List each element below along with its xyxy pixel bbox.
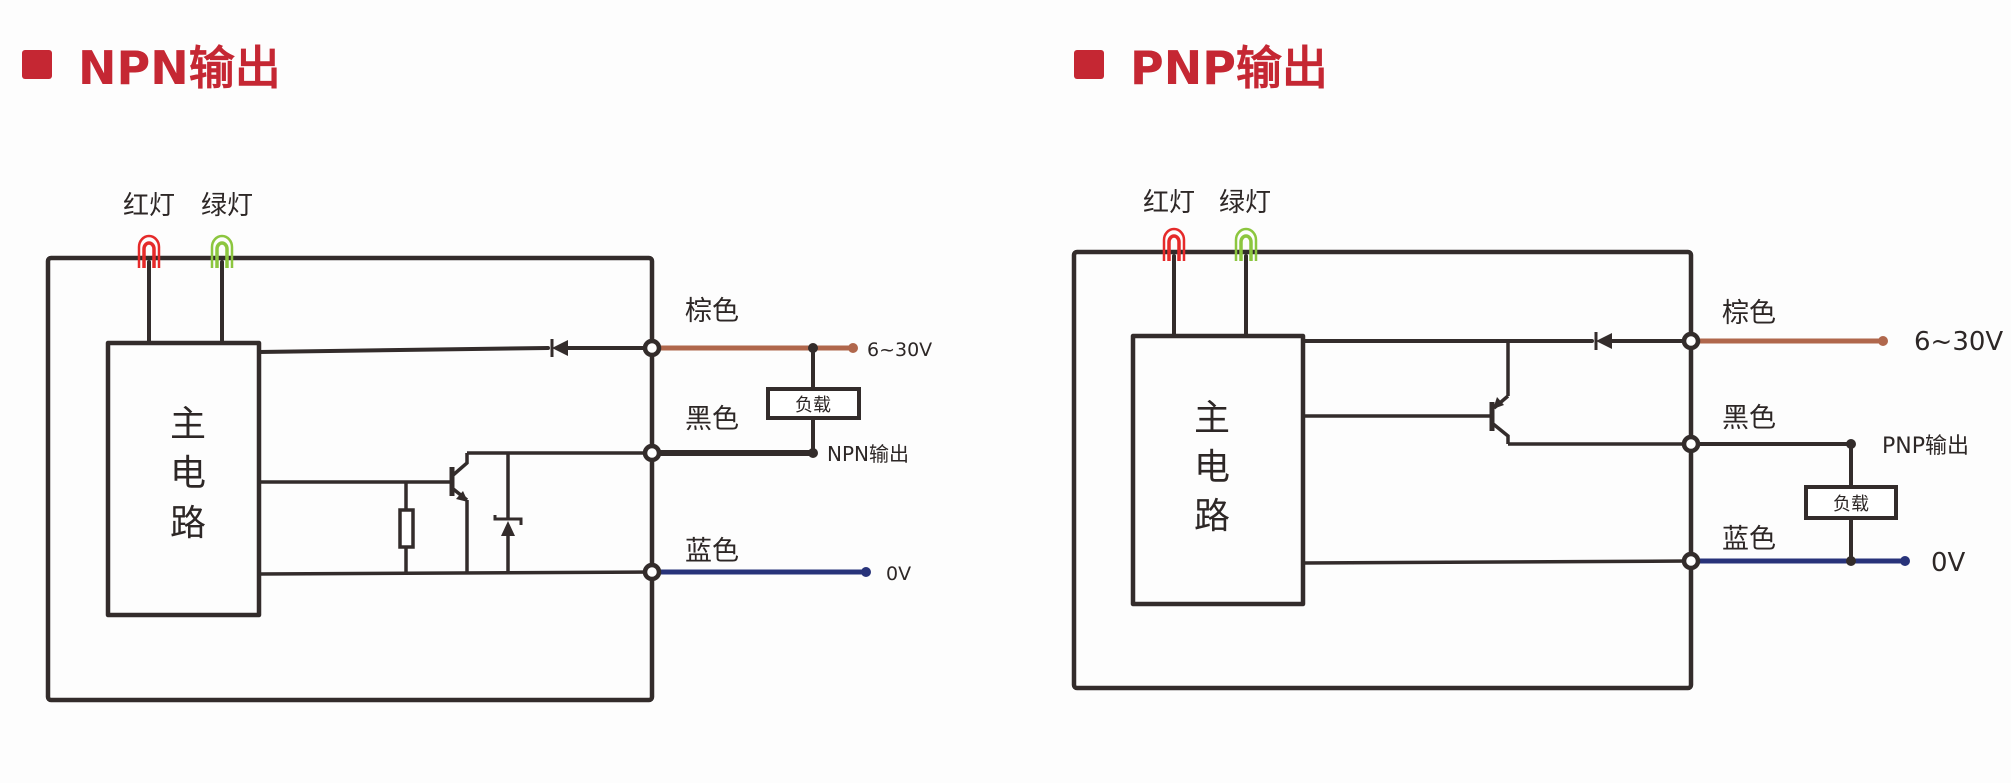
npn-main-circuit-char: 电 (170, 453, 206, 494)
pnp-output-label: PNP输出 (1882, 434, 1969, 459)
npn-blue-terminal (642, 562, 662, 582)
npn-main-circuit-char: 路 (170, 503, 206, 544)
npn-resistor-icon (398, 508, 415, 549)
npn-supply-label: 6~30V (867, 339, 932, 361)
pnp-brown-terminal (1681, 331, 1701, 351)
npn-ground-label: 0V (886, 563, 911, 585)
pnp-green-led-icon (1234, 227, 1258, 261)
pnp-load-box (1804, 485, 1898, 520)
pnp-main-circuit-box (1130, 333, 1306, 607)
pnp-green-led-label: 绿灯 (1219, 188, 1271, 218)
npn-green-led-label: 绿灯 (201, 191, 253, 221)
npn-main-circuit-box (105, 340, 262, 618)
pnp-black-terminal (1681, 434, 1701, 454)
npn-red-led-label: 红灯 (123, 191, 175, 221)
pnp-blue-terminal (1681, 551, 1701, 571)
npn-transistor-icon (449, 453, 469, 573)
pnp-main-circuit-char: 路 (1194, 496, 1230, 537)
npn-load-label: 负载 (795, 395, 831, 416)
pnp-red-led-label: 红灯 (1143, 188, 1195, 218)
npn-zener-diode-icon (493, 515, 523, 536)
pnp-sensor-housing (1071, 249, 1694, 691)
npn-blue-label: 蓝色 (685, 536, 739, 567)
pnp-load-label: 负载 (1833, 494, 1869, 515)
pnp-blue-label: 蓝色 (1722, 524, 1776, 555)
pnp-title-marker-icon (1074, 50, 1104, 79)
pnp-transistor-icon (1489, 341, 1510, 444)
pnp-diode-icon (1594, 332, 1612, 350)
npn-output-label: NPN输出 (827, 442, 909, 466)
pnp-black-label: 黑色 (1722, 403, 1776, 434)
pnp-title: PNP输出 (1130, 41, 1328, 95)
npn-diode-icon (550, 339, 568, 357)
npn-black-label: 黑色 (685, 404, 739, 435)
pnp-main-circuit-char: 电 (1194, 447, 1230, 488)
npn-section: NPN输出 红灯 绿灯 主 电 路 (22, 41, 932, 703)
npn-brown-terminal (642, 338, 662, 358)
pnp-ground-label: 0V (1931, 548, 1966, 578)
npn-main-circuit-char: 主 (170, 404, 206, 445)
pnp-supply-label: 6~30V (1914, 327, 2003, 357)
npn-title-marker-icon (22, 50, 52, 79)
pnp-brown-label: 棕色 (1722, 298, 1776, 329)
npn-sensor-housing (45, 255, 655, 703)
npn-brown-label: 棕色 (685, 296, 739, 327)
npn-title: NPN输出 (78, 41, 281, 95)
pnp-section: PNP输出 红灯 绿灯 主 电 路 (1071, 41, 2003, 691)
npn-red-led-icon (137, 234, 161, 268)
npn-load-box (766, 387, 861, 420)
npn-black-terminal (642, 443, 662, 463)
pnp-red-led-icon (1162, 227, 1186, 261)
pnp-main-circuit-char: 主 (1194, 398, 1230, 439)
npn-green-led-icon (210, 234, 234, 268)
